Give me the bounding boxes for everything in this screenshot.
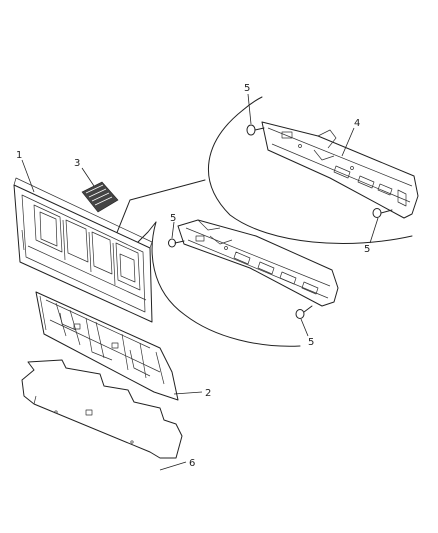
leader-5c [171,221,175,239]
tailgate-panel [13,177,153,323]
clip-upper-left [246,124,265,136]
clip-upper-right [372,208,393,218]
detail-arc-upper-tail [242,96,263,111]
vent-grille [81,181,119,213]
leader-1 [21,159,35,193]
callout-5-top: 5 [244,83,250,94]
callout-5-mid: 5 [170,213,176,224]
detail-arc-lower [151,221,301,347]
callout-5-bottom: 5 [308,337,314,348]
clip-lower-right [295,305,313,319]
callout-1: 1 [16,150,22,161]
leader-6 [159,461,187,471]
leader-5a [247,93,252,125]
lower-reinforcement [177,219,339,307]
leader-5b [369,217,379,244]
inner-reinforcement [35,291,179,401]
detail-arc-upper [207,109,413,244]
leader-2 [173,391,203,395]
leader-3 [81,167,95,187]
callout-3: 3 [74,158,80,169]
callout-2: 2 [205,388,211,399]
liner-panel [21,359,183,459]
callout-5-right: 5 [364,244,370,255]
upper-reinforcement [261,121,419,219]
clip-lower-left [168,238,185,248]
callout-6: 6 [189,458,195,469]
leader-4 [341,127,355,157]
leader-5d [300,318,309,337]
callout-4: 4 [354,118,360,129]
